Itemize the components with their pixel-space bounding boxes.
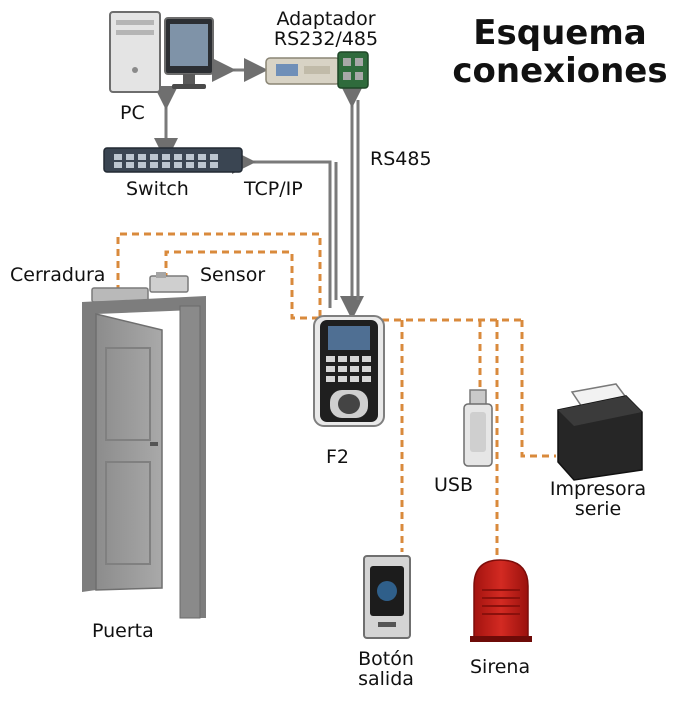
printer-label-line-1: Impresora — [549, 478, 647, 500]
tcpip-label: TCP/IP — [244, 178, 303, 200]
adapter-icon — [265, 51, 369, 89]
door-icon — [82, 296, 206, 619]
exit-button-label: Botón salida — [336, 648, 436, 690]
wiring — [116, 232, 556, 556]
sensor-icon — [149, 272, 189, 293]
switch-icon — [103, 147, 243, 173]
adapter-label-line-2: RS232/485 — [273, 27, 379, 50]
wire-lock — [116, 232, 322, 318]
usb-icon — [463, 389, 493, 467]
title-line-2: conexiones — [452, 51, 668, 92]
printer-label-line-2: serie — [574, 497, 622, 520]
exit-button-label-line-2: salida — [358, 667, 414, 690]
printer-icon — [557, 383, 643, 481]
diagram-title: Esquema conexiones — [440, 14, 680, 90]
switch-label: Switch — [126, 178, 189, 200]
sensor-label: Sensor — [200, 264, 266, 286]
title-line-1: Esquema — [473, 13, 647, 53]
pc-icon — [109, 11, 214, 93]
rs485-label: RS485 — [370, 148, 432, 170]
adapter-label-line-1: Adaptador — [276, 8, 376, 30]
wire-sensor — [164, 250, 318, 320]
f2-terminal-icon — [313, 315, 385, 427]
cable-tcpip — [232, 150, 332, 308]
usb-label: USB — [434, 474, 474, 496]
exit-button-label-line-1: Botón — [358, 648, 414, 670]
pc-label: PC — [120, 102, 145, 124]
wire-printer — [520, 320, 556, 458]
cables — [154, 58, 364, 320]
terminal-label: F2 — [326, 446, 350, 468]
lock-label: Cerradura — [10, 264, 106, 286]
siren-icon — [470, 559, 532, 642]
exit-button-icon — [363, 555, 411, 639]
printer-label: Impresora serie — [528, 478, 668, 520]
door-label: Puerta — [92, 620, 154, 642]
adapter-label: Adaptador RS232/485 — [236, 8, 416, 50]
siren-label: Sirena — [470, 656, 531, 678]
